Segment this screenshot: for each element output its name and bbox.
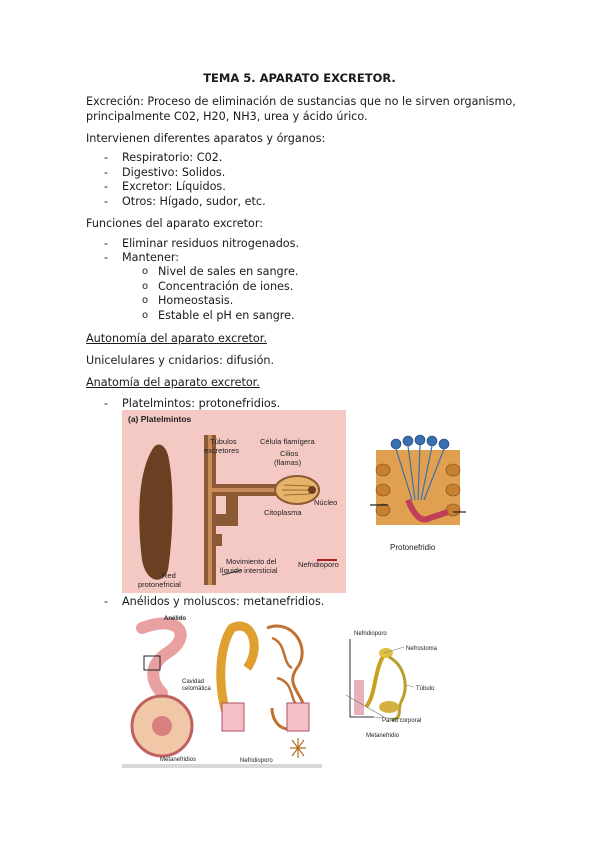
list-item: Eliminar residuos nitrogenados. [122,237,300,250]
sub-list-item: Nivel de sales en sangre. [158,265,299,278]
excrecion-line-1: Excreción: Proceso de eliminación de sus… [86,95,516,108]
autonomia-text: Unicelulares y cnidarios: difusión. [86,354,275,367]
list-item: Respiratorio: C02. [122,151,223,164]
list-item: Otros: Hígado, sudor, etc. [122,195,266,208]
figure-caption: Metanefridio [366,733,400,739]
figure-label: Cavidad [182,679,204,685]
figure-label: celomática [182,686,211,692]
list-item: Digestivo: Solidos. [122,166,226,179]
figure-label: Núcleo [314,498,337,507]
metanefridio-figure: Nefridioporo Nefrostoma Túbulo Pared cor… [344,625,442,743]
sub-bullet: o [142,295,149,306]
figure-label: líquido intersticial [220,566,278,575]
figure-label: (flamas) [274,458,302,467]
figure-label: Anélido [164,616,186,622]
list-item: Mantener: [122,251,180,264]
list-dash: - [104,151,109,164]
list-dash: - [104,166,109,179]
list-item: Excretor: Líquidos. [122,180,226,193]
list-dash: - [104,251,109,264]
list-item: Anélidos y moluscos: metanefridios. [122,595,325,608]
list-dash: - [104,180,109,193]
excrecion-line-2: principalmente C02, H20, NH3, urea y áci… [86,110,368,123]
figure-label: Citoplasma [264,508,302,517]
list-dash: - [104,595,109,608]
figure-label: Nefridioporo [240,758,273,764]
anatomia-heading: Anatomía del aparato excretor. [86,376,260,389]
sub-list-item: Concentración de iones. [158,280,294,293]
sub-bullet: o [142,310,149,321]
anelido-figure: Anélido Cavidad celomática Metanefridios… [122,608,322,768]
figure-label: Movimiento del [226,557,277,566]
figure-label: Pared corporal [382,718,421,724]
protonefridio-figure: Protonefridio [368,430,468,555]
figure-label: Túbulo [416,686,435,692]
figure-label: Nefridioporo [298,560,339,569]
sub-bullet: o [142,281,149,292]
autonomia-heading: Autonomía del aparato excretor. [86,332,267,345]
platelmintos-figure: (a) Platelmintos Túbulos excretores Célu… [122,410,346,593]
figure-label: Metanefridios [160,757,196,763]
figure-label: Red [162,571,176,580]
list-dash: - [104,397,109,410]
list-dash: - [104,237,109,250]
figure-label: Nefrostoma [406,646,438,652]
sub-bullet: o [142,266,149,277]
list-dash: - [104,195,109,208]
figure-label: Célula flamígera [260,437,315,446]
figure-label: Nefridioporo [354,631,387,637]
figure-caption: Protonefridio [390,543,436,552]
page-title: TEMA 5. APARATO EXCRETOR. [203,71,396,85]
figure-label: protonefricial [138,580,181,589]
list-item: Platelmintos: protonefridios. [122,397,281,410]
sub-list-item: Estable el pH en sangre. [158,309,295,322]
figure-label: Cilios [280,449,299,458]
sub-list-item: Homeostasis. [158,294,234,307]
intervienen-heading: Intervienen diferentes aparatos y órgano… [86,132,326,145]
funciones-heading: Funciones del aparato excretor: [86,217,264,230]
figure-label: excretores [204,446,239,455]
figure-label: (a) Platelmintos [128,414,192,424]
figure-label: Túbulos [210,437,237,446]
